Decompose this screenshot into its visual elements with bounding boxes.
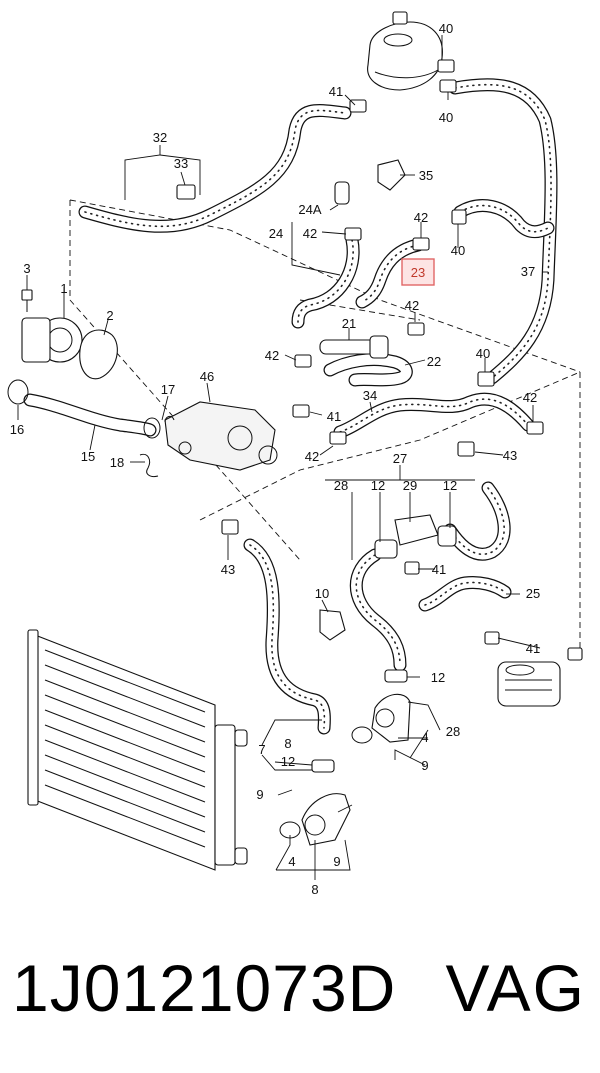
callout-9: 9 xyxy=(421,758,428,773)
callout-34: 34 xyxy=(363,388,377,403)
callout-18: 18 xyxy=(110,455,124,470)
coolant-hose-exploded-diagram: 23 40 40 40 40 41 41 41 41 42 42 42 42 4… xyxy=(7,11,583,897)
callout-29: 29 xyxy=(403,478,417,493)
callout-8: 8 xyxy=(284,736,291,751)
callout-17: 17 xyxy=(161,382,175,397)
callout-40: 40 xyxy=(476,346,490,361)
callout-42: 42 xyxy=(303,226,317,241)
callout-43: 43 xyxy=(221,562,235,577)
callout-12: 12 xyxy=(281,754,295,769)
callout-2: 2 xyxy=(106,308,113,323)
callout-37: 37 xyxy=(521,264,535,279)
highlight-box xyxy=(401,258,435,286)
callout-33: 33 xyxy=(174,156,188,171)
callout-16: 16 xyxy=(10,422,24,437)
callout-labels: 40 40 40 40 41 41 41 41 42 42 42 42 42 4… xyxy=(10,21,540,897)
callout-23: 23 xyxy=(411,265,425,280)
callout-41: 41 xyxy=(432,562,446,577)
callout-12: 12 xyxy=(443,478,457,493)
callout-46: 46 xyxy=(200,369,214,384)
callout-7: 7 xyxy=(258,742,265,757)
callout-42: 42 xyxy=(405,298,419,313)
callout-24: 24 xyxy=(269,226,283,241)
callout-41: 41 xyxy=(327,409,341,424)
hoses xyxy=(23,78,558,735)
callout-15: 15 xyxy=(81,449,95,464)
callout-10: 10 xyxy=(315,586,329,601)
callout-8: 8 xyxy=(311,882,318,897)
callout-42: 42 xyxy=(305,449,319,464)
callout-12: 12 xyxy=(371,478,385,493)
callout-40: 40 xyxy=(439,110,453,125)
callout-21: 21 xyxy=(342,316,356,331)
callout-41: 41 xyxy=(526,641,540,656)
callout-3: 3 xyxy=(23,261,30,276)
callout-22: 22 xyxy=(427,354,441,369)
callout-28: 28 xyxy=(334,478,348,493)
components xyxy=(7,11,583,846)
footer: 1J0121073D VAG xyxy=(0,940,600,1040)
brand-name: VAG xyxy=(445,951,586,1025)
callout-1: 1 xyxy=(60,281,67,296)
leader-lines xyxy=(17,35,548,880)
callout-12: 12 xyxy=(431,670,445,685)
callout-43: 43 xyxy=(503,448,517,463)
callout-4: 4 xyxy=(421,730,428,745)
callout-42: 42 xyxy=(414,210,428,225)
callout-24a: 24A xyxy=(298,202,321,217)
callout-40: 40 xyxy=(451,243,465,258)
callout-27: 27 xyxy=(393,451,407,466)
part-number: 1J0121073D xyxy=(12,951,397,1025)
highlighted-part-23[interactable]: 23 xyxy=(401,258,435,286)
callout-28: 28 xyxy=(446,724,460,739)
callout-25: 25 xyxy=(526,586,540,601)
callout-35: 35 xyxy=(419,168,433,183)
callout-9: 9 xyxy=(333,854,340,869)
callout-9: 9 xyxy=(256,787,263,802)
callout-42: 42 xyxy=(523,390,537,405)
callout-40: 40 xyxy=(439,21,453,36)
callout-4: 4 xyxy=(288,854,295,869)
callout-32: 32 xyxy=(153,130,167,145)
radiator xyxy=(27,629,248,871)
callout-42: 42 xyxy=(265,348,279,363)
callout-41: 41 xyxy=(329,84,343,99)
